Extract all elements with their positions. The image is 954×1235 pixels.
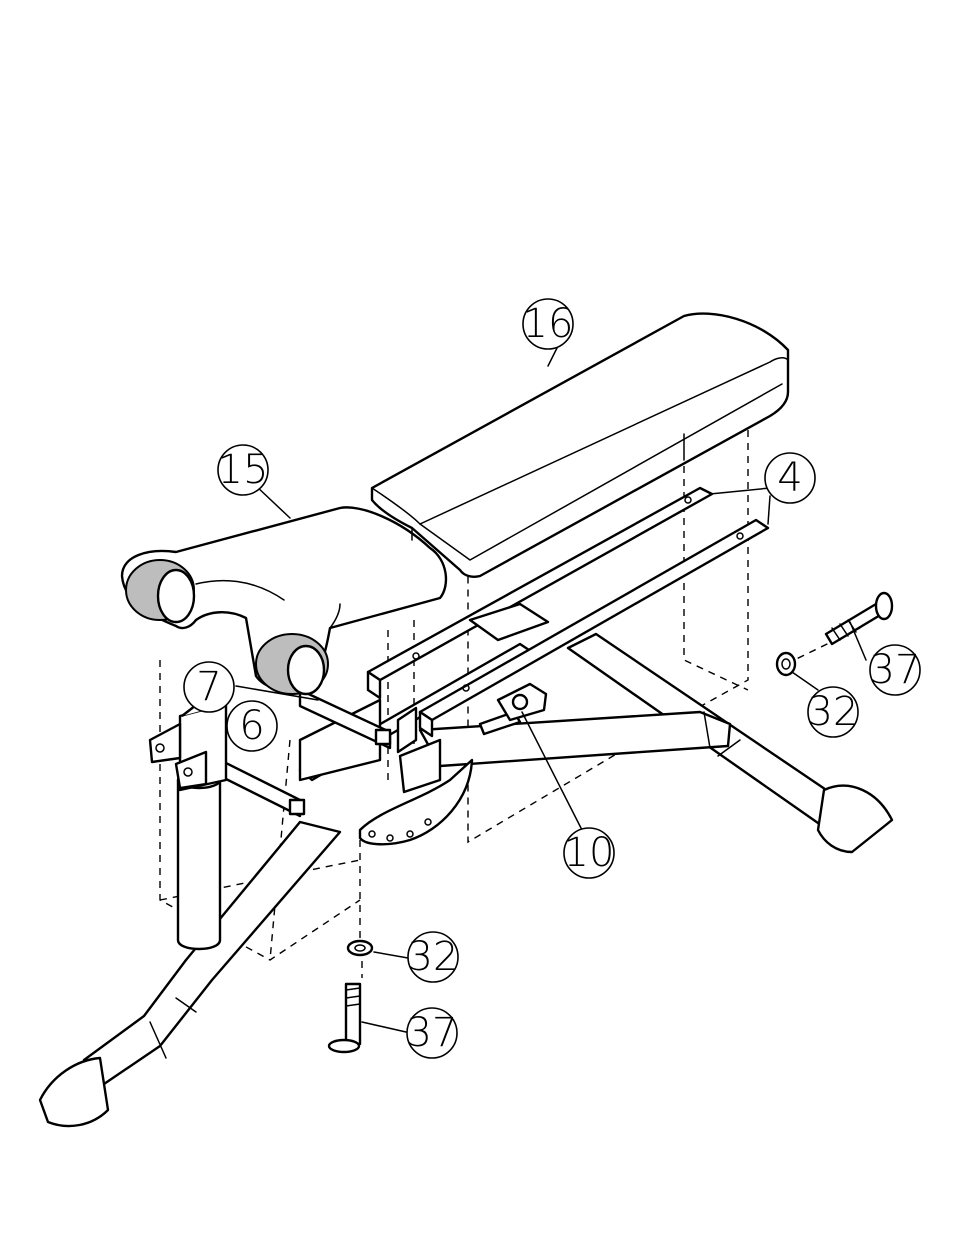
callout-6-label: 6 — [239, 703, 264, 749]
callout-7: 7 — [184, 662, 234, 712]
front-upright-tube — [178, 772, 220, 949]
callout-4-label: 4 — [777, 455, 802, 501]
callout-32-upper: 32 — [808, 687, 859, 737]
callout-37-upper: 37 — [870, 645, 921, 695]
callout-10: 10 — [564, 828, 615, 878]
callout-37-upper-label: 37 — [870, 647, 921, 693]
callout-32-upper-label: 32 — [808, 689, 859, 735]
callout-32-lower-label: 32 — [408, 934, 459, 980]
callout-16: 16 — [523, 299, 574, 349]
callout-16-label: 16 — [523, 301, 574, 347]
callout-4: 4 — [765, 453, 815, 503]
callout-32-lower: 32 — [408, 932, 459, 982]
callout-37-lower-label: 37 — [407, 1010, 458, 1056]
callout-7-label: 7 — [196, 664, 221, 710]
callout-37-lower: 37 — [407, 1008, 458, 1058]
callout-15-label: 15 — [218, 447, 269, 493]
part-6-front-crossbar — [150, 702, 304, 816]
rear-brace-tube — [420, 712, 730, 766]
callout-10-label: 10 — [564, 830, 615, 876]
callout-6: 6 — [227, 701, 277, 751]
callout-15: 15 — [218, 445, 269, 495]
